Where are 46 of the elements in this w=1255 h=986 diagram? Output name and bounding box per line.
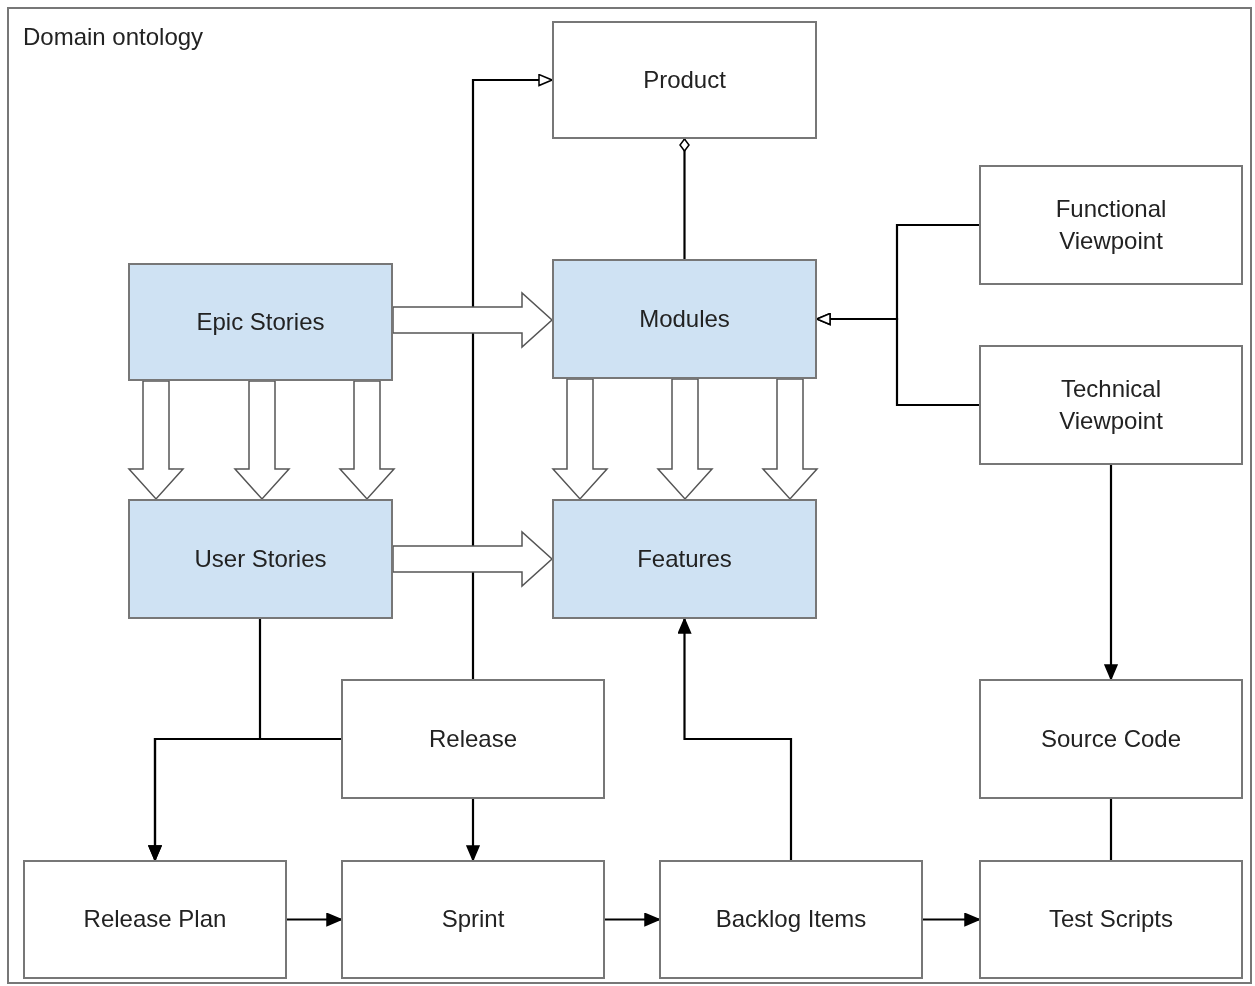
block-arrow bbox=[761, 378, 819, 501]
frame-label: Domain ontology bbox=[23, 23, 204, 51]
block-arrow bbox=[338, 380, 396, 501]
concept-box bbox=[979, 165, 1243, 285]
box-label: Backlog Items bbox=[715, 904, 867, 935]
box-label: Sprint bbox=[441, 904, 505, 935]
block-arrow bbox=[392, 530, 554, 588]
concept-box bbox=[552, 259, 817, 379]
concept-box bbox=[128, 263, 393, 381]
concept-box bbox=[128, 499, 393, 619]
diagram-frame bbox=[7, 7, 1252, 984]
box-label: Release bbox=[428, 723, 518, 754]
arrow bbox=[287, 912, 342, 927]
concept-box bbox=[979, 345, 1243, 465]
block-arrow bbox=[127, 380, 185, 501]
concept-box bbox=[979, 679, 1243, 799]
concept-box bbox=[23, 860, 287, 979]
box-label: Epic Stories bbox=[196, 306, 325, 337]
box-label: Functional Viewpoint bbox=[1054, 193, 1168, 256]
block-arrow bbox=[233, 380, 291, 501]
block-arrow bbox=[656, 378, 714, 501]
concept-box bbox=[659, 860, 923, 979]
box-label: Features bbox=[637, 543, 732, 574]
arrow bbox=[1104, 465, 1118, 680]
connector-line bbox=[1109, 799, 1113, 860]
block-arrow bbox=[392, 291, 554, 349]
box-label: Technical Viewpoint bbox=[1058, 373, 1164, 436]
arrow bbox=[471, 73, 553, 679]
concept-box bbox=[552, 21, 817, 139]
arrow bbox=[923, 912, 980, 927]
concept-box bbox=[552, 499, 817, 619]
concept-box bbox=[341, 679, 605, 799]
concept-box bbox=[341, 860, 605, 979]
box-label: Source Code bbox=[1040, 723, 1182, 754]
box-label: Release Plan bbox=[83, 904, 227, 935]
block-arrow bbox=[551, 378, 609, 501]
concept-box bbox=[979, 860, 1243, 979]
box-label: Test Scripts bbox=[1049, 904, 1173, 935]
arrow bbox=[816, 312, 979, 407]
arrow bbox=[677, 618, 793, 860]
arrow bbox=[605, 912, 660, 927]
arrow bbox=[148, 737, 341, 861]
arrow bbox=[466, 799, 480, 861]
box-label: User Stories bbox=[194, 543, 327, 574]
box-label: Modules bbox=[639, 303, 730, 334]
box-label: Product bbox=[643, 64, 726, 95]
